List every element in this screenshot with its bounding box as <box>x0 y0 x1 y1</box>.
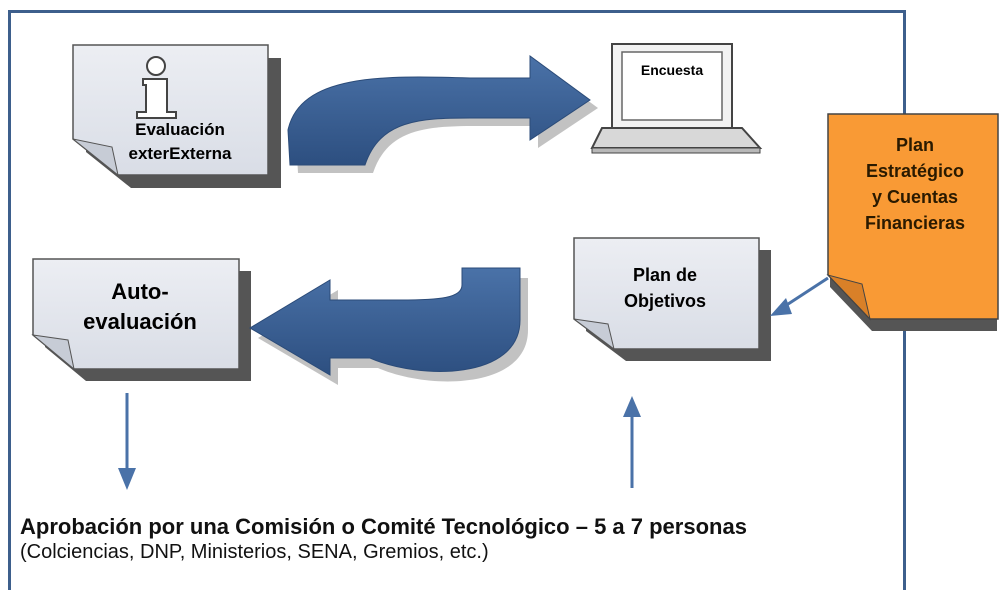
plan-estrategico-label: Plan Estratégico y Cuentas Financieras <box>864 135 966 233</box>
info-icon <box>136 56 177 119</box>
connector-estrategico-to-objetivos <box>770 276 829 316</box>
plan-objetivos-note <box>573 237 771 361</box>
arrow-objetivos-to-autoevaluacion <box>249 267 528 385</box>
aprobacion-members: (Colciencias, DNP, Ministerios, SENA, Gr… <box>20 541 489 563</box>
encuesta-label: Encuesta <box>640 62 704 78</box>
plan-objetivos-label: Plan de Objetivos <box>623 265 707 311</box>
autoevaluacion-label: Auto- evaluación <box>83 279 197 334</box>
aprobacion-caption: Aprobación por una Comisión o Comité Tec… <box>20 514 747 539</box>
arrow-evaluacion-to-encuesta <box>287 55 598 173</box>
evaluacion-externa-label: Evaluación exterExterna <box>128 120 232 163</box>
plan-estrategico-note <box>826 113 999 331</box>
arrow-up-from-aprobacion <box>623 396 641 488</box>
autoevaluacion-note <box>31 258 251 381</box>
laptop-icon <box>590 43 763 154</box>
arrow-down-to-aprobacion <box>118 393 136 490</box>
evaluacion-externa-note <box>72 44 281 188</box>
